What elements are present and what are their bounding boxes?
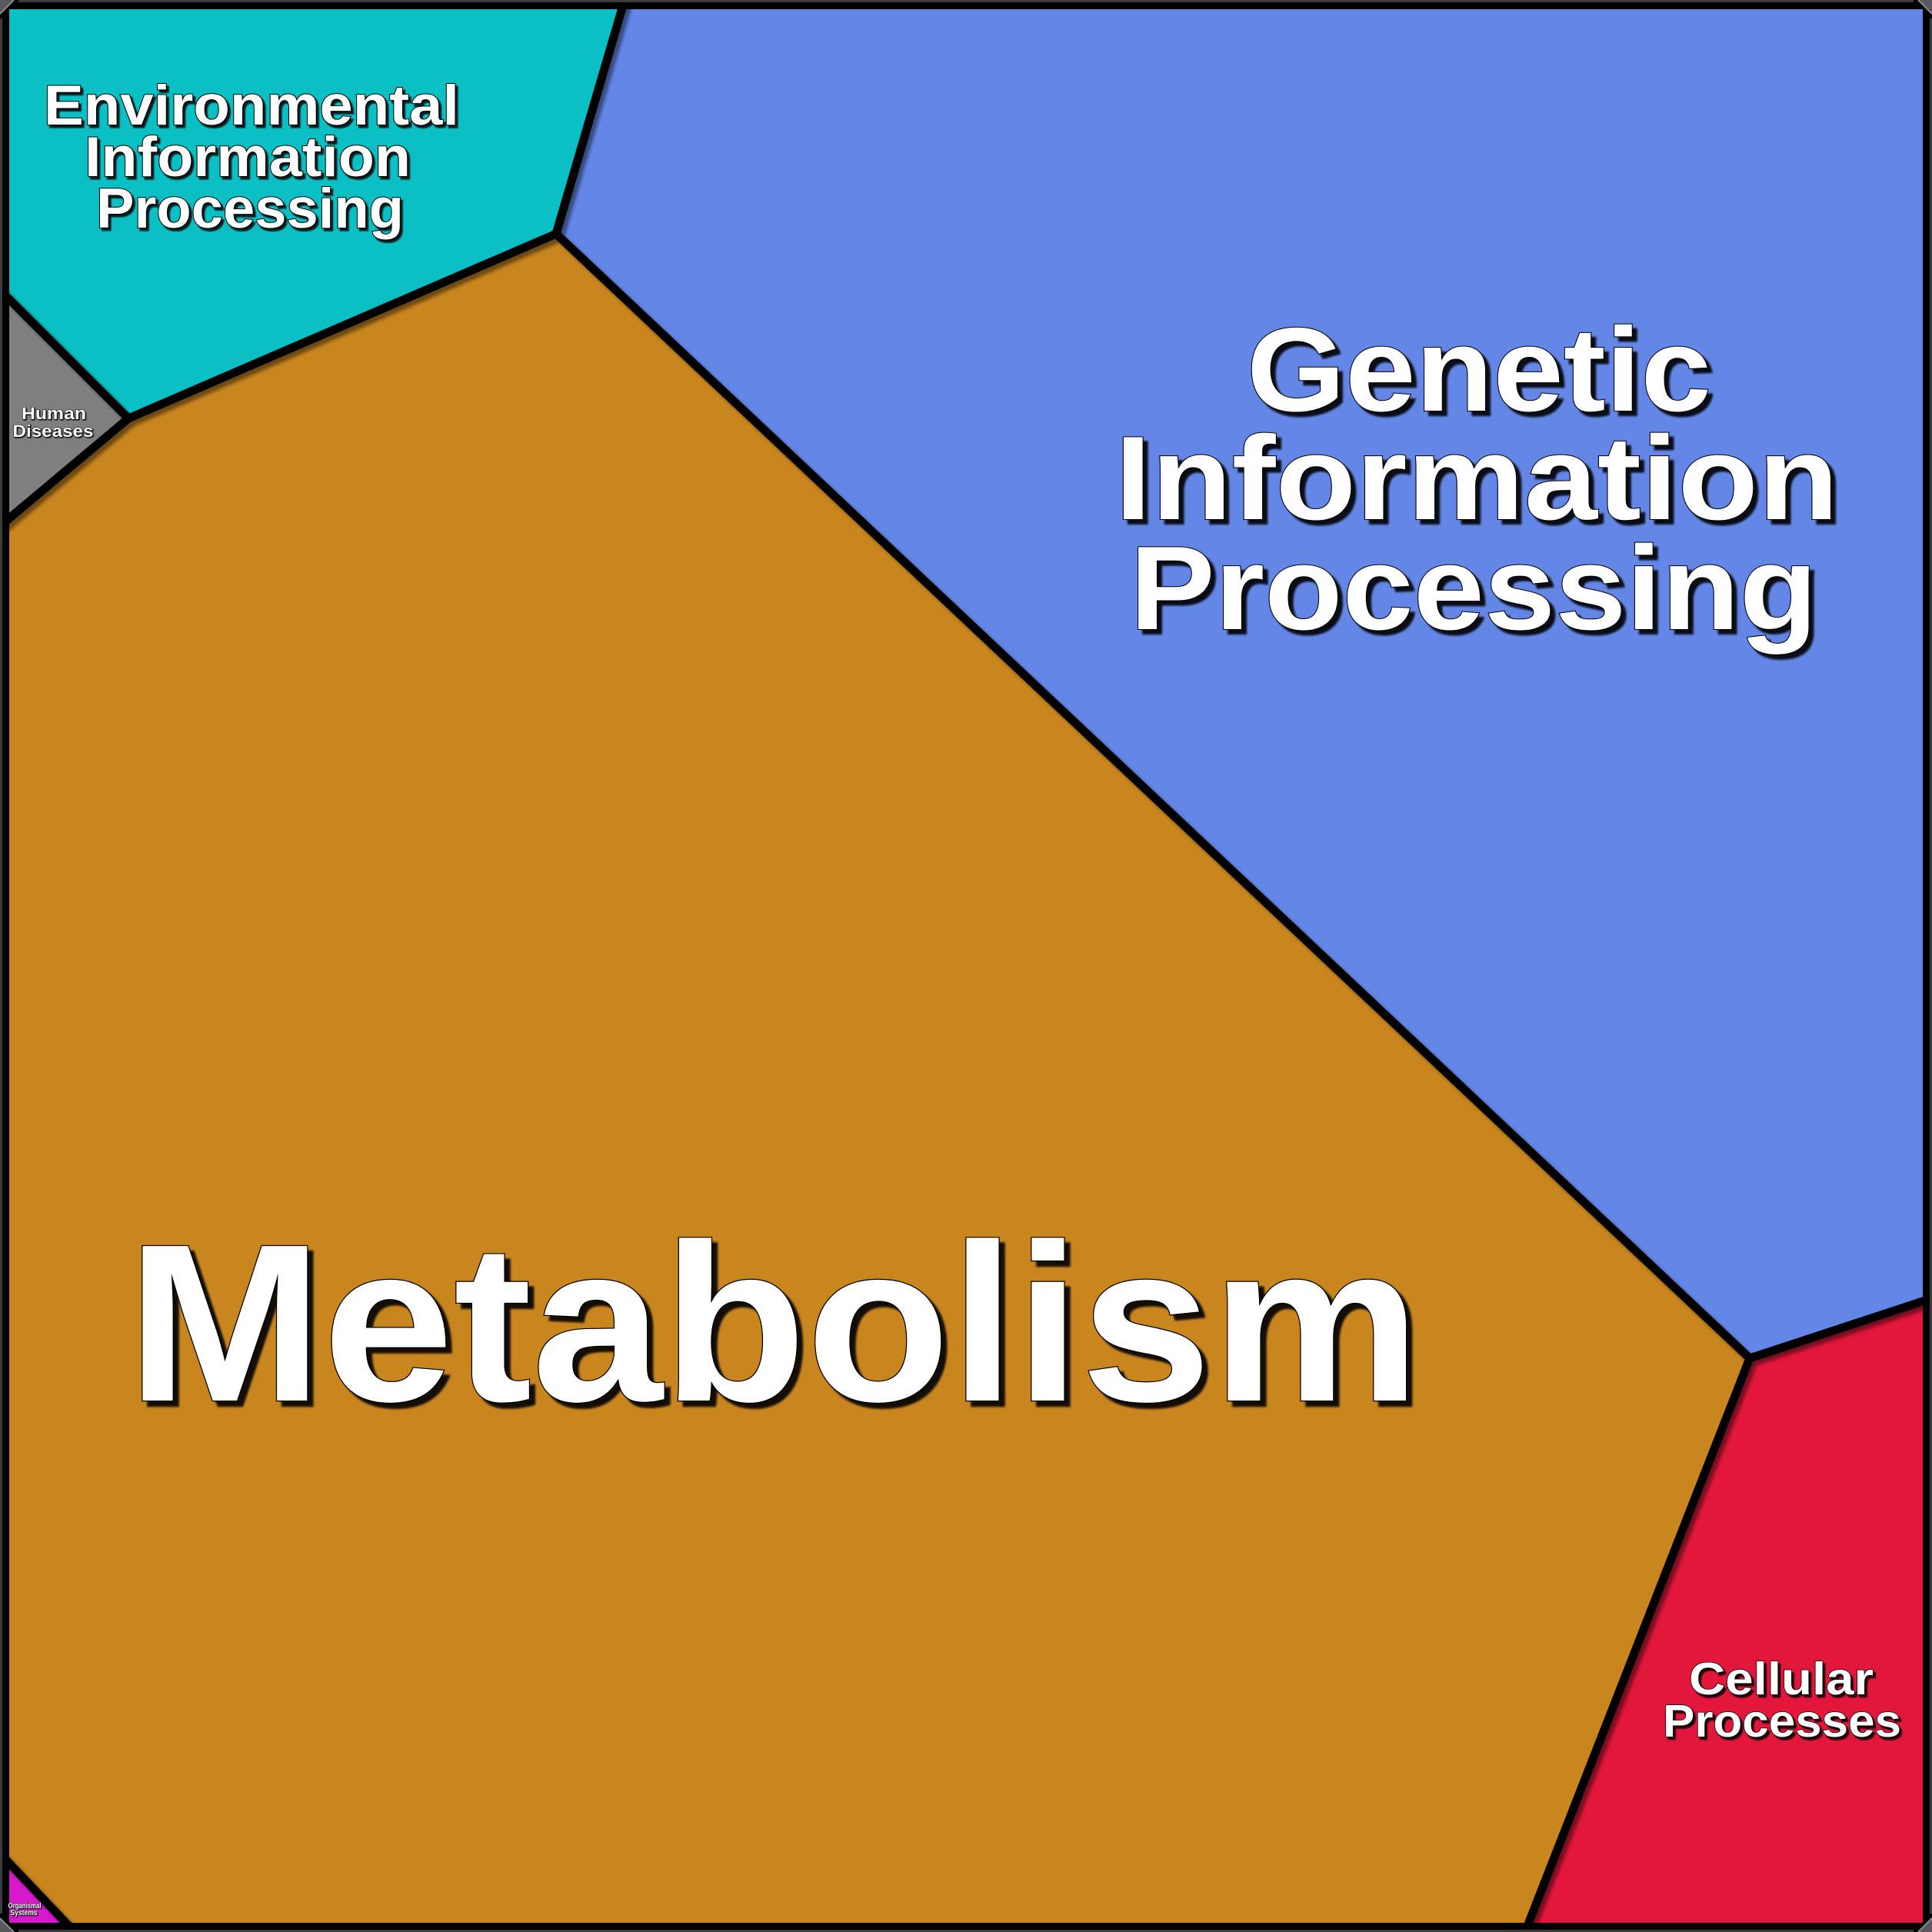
svg-text:Environmental: Environmental (44, 75, 459, 137)
svg-text:Processes: Processes (1663, 1696, 1901, 1747)
svg-text:Organismal: Organismal (8, 1902, 42, 1910)
svg-text:Diseases: Diseases (13, 421, 94, 441)
svg-text:Information: Information (85, 126, 411, 188)
svg-text:Processing: Processing (1130, 521, 1817, 655)
svg-text:Genetic: Genetic (1247, 303, 1711, 436)
svg-text:Cellular: Cellular (1689, 1654, 1874, 1704)
svg-text:Metabolism: Metabolism (127, 1198, 1421, 1448)
svg-text:Human: Human (22, 404, 86, 423)
svg-text:Systems: Systems (11, 1909, 38, 1917)
svg-text:Information: Information (1115, 411, 1839, 545)
svg-text:Processing: Processing (96, 178, 404, 240)
